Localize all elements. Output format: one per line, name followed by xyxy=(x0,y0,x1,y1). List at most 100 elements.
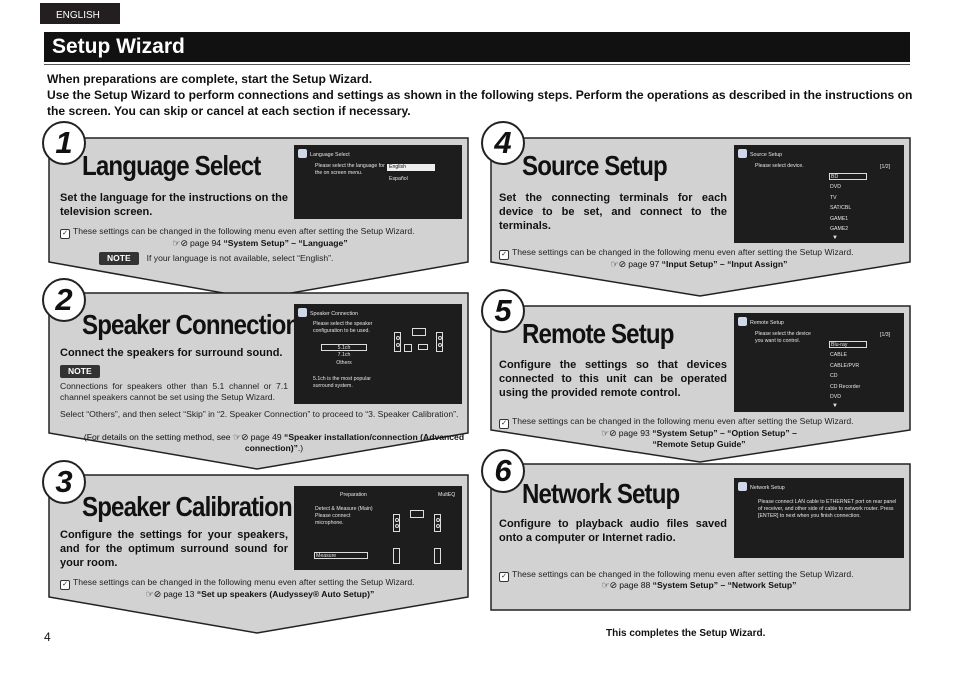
step-1-panel: Language Select Set the language for the… xyxy=(44,136,470,301)
intro-line-1: When preparations are complete, start th… xyxy=(47,72,373,86)
screen-header: Language Select xyxy=(298,149,350,159)
check-icon: ✓ xyxy=(60,580,70,590)
scroll-down-icon[interactable]: ▼ xyxy=(832,403,838,409)
step-2-note-badge: NOTE xyxy=(60,365,108,378)
step-5-note: ✓These settings can be changed in the fo… xyxy=(499,416,909,429)
step-3-description: Configure the settings for your speakers… xyxy=(60,529,288,569)
option-espanol[interactable]: Español xyxy=(389,176,408,182)
step-4-note: ✓These settings can be changed in the fo… xyxy=(499,247,909,260)
screen-header: Remote Setup xyxy=(738,317,784,327)
check-icon: ✓ xyxy=(499,419,509,429)
page-indicator: [1/2] xyxy=(880,164,891,170)
screen-footnote: 5.1ch is the most popular surround syste… xyxy=(313,376,371,389)
option-cd-recorder[interactable]: CD Recorder xyxy=(830,384,861,390)
step-1-reference: ☞⊘page 94 “System Setup” – “Language” xyxy=(172,238,348,248)
step-3-note: ✓These settings can be changed in the fo… xyxy=(60,577,460,590)
step-2-number: 2 xyxy=(42,278,86,322)
screen-header: Preparation xyxy=(340,492,367,498)
note-badge: NOTE xyxy=(99,252,139,265)
screen-header: Network Setup xyxy=(738,482,785,492)
step-4-panel: Source Setup Set the connecting terminal… xyxy=(488,136,912,298)
check-icon: ✓ xyxy=(60,229,70,239)
screen-text: Please select the language for the on sc… xyxy=(315,163,385,176)
wizard-icon xyxy=(738,149,747,158)
option-blu-ray[interactable]: Blu-ray xyxy=(829,341,867,348)
reference-icon: ☞⊘ xyxy=(232,432,249,442)
screen-text: Please select the speaker configuration … xyxy=(313,321,373,334)
step-6-screen: Network Setup Please connect LAN cable t… xyxy=(734,478,904,558)
option-dvd[interactable]: DVD xyxy=(830,184,841,190)
page-title: Setup Wizard xyxy=(44,32,910,62)
option-dvd[interactable]: DVD xyxy=(830,394,841,400)
speaker-icon xyxy=(434,514,441,532)
step-3-reference: ☞⊘page 13 “Set up speakers (Audyssey® Au… xyxy=(145,589,375,599)
step-4-reference: ☞⊘page 97 “Input Setup” – “Input Assign” xyxy=(610,259,788,269)
step-5-reference: ☞⊘page 93 “System Setup” – “Option Setup… xyxy=(601,428,797,438)
wizard-icon xyxy=(738,482,747,491)
step-4-title: Source Setup xyxy=(522,150,668,181)
option-sat-cbl[interactable]: SAT/CBL xyxy=(830,205,852,211)
option-tv[interactable]: TV xyxy=(830,195,837,201)
reference-icon: ☞⊘ xyxy=(145,589,162,599)
speaker-icon xyxy=(393,514,400,532)
option-cable-pvr[interactable]: CABLE/PVR xyxy=(830,363,860,369)
option-game1[interactable]: GAME1 xyxy=(830,216,849,222)
page-indicator: [1/3] xyxy=(880,332,891,338)
reference-icon: ☞⊘ xyxy=(172,238,188,248)
screen-text: Please connect LAN cable to ETHERNET por… xyxy=(758,499,897,519)
speaker-icon xyxy=(412,328,426,336)
step-1-screen: Language Select Please select the langua… xyxy=(294,145,462,219)
option-cd[interactable]: CD xyxy=(830,373,838,379)
screen-text: Please select the device you want to con… xyxy=(755,331,811,344)
step-5-number: 5 xyxy=(481,289,525,333)
step-6-reference: ☞⊘page 88 “System Setup” – “Network Setu… xyxy=(601,580,797,590)
wizard-icon xyxy=(738,317,747,326)
step-1-title: Language Select xyxy=(82,150,261,181)
step-1-description: Set the language for the instructions on… xyxy=(60,192,288,218)
speaker-icon xyxy=(418,344,428,350)
step-5-title: Remote Setup xyxy=(522,318,674,349)
step-3-title: Speaker Calibration xyxy=(82,491,293,522)
step-5-screen: Remote Setup Please select the device yo… xyxy=(734,313,904,412)
step-5-reference-cont: “Remote Setup Guide” xyxy=(652,439,746,449)
language-tab: ENGLISH xyxy=(40,3,120,24)
intro-line-2: Use the Setup Wizard to perform connecti… xyxy=(47,88,913,118)
speaker-icon xyxy=(404,344,412,352)
title-divider xyxy=(44,64,910,65)
reference-icon: ☞⊘ xyxy=(601,428,617,438)
screen-header: Source Setup xyxy=(738,149,782,159)
option-bd[interactable]: BD xyxy=(829,173,867,180)
step-2-screen: Speaker Connection Please select the spe… xyxy=(294,304,462,404)
step-6-note: ✓These settings can be changed in the fo… xyxy=(499,569,909,582)
option-5-1ch[interactable]: 5.1ch xyxy=(321,344,367,351)
step-5-panel: Remote Setup Configure the settings so t… xyxy=(488,304,912,464)
wizard-icon xyxy=(298,149,307,158)
step-2-description: Connect the speakers for surround sound. xyxy=(60,347,283,359)
intro-text: When preparations are complete, start th… xyxy=(47,71,913,119)
wizard-icon xyxy=(298,308,307,317)
step-6-title: Network Setup xyxy=(522,478,680,509)
scroll-down-icon[interactable]: ▼ xyxy=(832,235,838,241)
step-3-screen: Preparation MultEQ Detect & Measure (Mai… xyxy=(294,486,462,570)
option-others[interactable]: Others xyxy=(336,360,352,366)
reference-icon: ☞⊘ xyxy=(601,580,618,590)
step-4-screen: Source Setup Please select device. [1/2]… xyxy=(734,145,904,243)
speaker-icon xyxy=(436,332,443,352)
reference-icon: ☞⊘ xyxy=(610,259,627,269)
measure-button[interactable]: Measure xyxy=(314,552,368,559)
option-game2[interactable]: GAME2 xyxy=(830,226,849,232)
step-6-number: 6 xyxy=(481,449,525,493)
step-3-panel: Speaker Calibration Configure the settin… xyxy=(44,473,470,635)
step-5-description: Configure the settings so that devices c… xyxy=(499,359,727,399)
option-7-1ch[interactable]: 7.1ch xyxy=(337,352,351,358)
step-2-reference: (For details on the setting method, see … xyxy=(83,432,465,453)
speaker-icon xyxy=(393,548,400,564)
option-english[interactable]: English xyxy=(387,164,435,171)
speaker-icon xyxy=(394,332,401,352)
page-number: 4 xyxy=(44,630,51,644)
step-1-note: ✓These settings can be changed in the fo… xyxy=(60,226,460,239)
step-4-number: 4 xyxy=(481,121,525,165)
screen-header-right: MultEQ xyxy=(438,492,456,498)
step-2-title: Speaker Connection xyxy=(82,309,300,340)
option-cable[interactable]: CABLE xyxy=(830,352,848,358)
